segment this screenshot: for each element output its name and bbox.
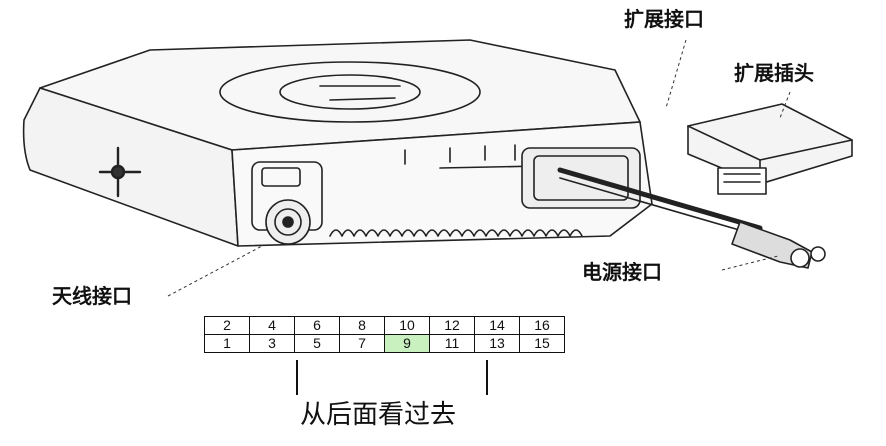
pin-cell: 1 (204, 334, 250, 353)
pin-cell: 8 (339, 316, 385, 335)
pin-cell: 15 (519, 334, 565, 353)
antenna-port-label: 天线接口 (52, 284, 132, 308)
top-emblem (219, 61, 481, 123)
leader-antenna (167, 245, 263, 297)
pin-cell: 7 (339, 334, 385, 353)
device-side-face (22, 87, 239, 247)
extension-plug-label: 扩展插头 (734, 61, 814, 85)
pin-cell: 4 (249, 316, 295, 335)
pin-cell: 11 (429, 334, 475, 353)
pin-cell: 6 (294, 316, 340, 335)
pin-cell-highlighted: 9 (384, 334, 430, 353)
power-port-label: 电源接口 (582, 260, 662, 284)
pin-cell: 10 (384, 316, 430, 335)
leader-power (721, 255, 779, 271)
rear-slots (404, 144, 541, 169)
pin-cell: 13 (474, 334, 520, 353)
power-cable (557, 167, 763, 231)
leader-ext-plug (779, 91, 791, 119)
pin-row-top: 2 4 6 8 10 12 14 16 (204, 316, 565, 335)
pin-cell: 16 (519, 316, 565, 335)
extension-port-label: 扩展接口 (624, 7, 704, 31)
view-from-rear-caption: 从后面看过去 (300, 400, 457, 430)
extension-plug (687, 103, 853, 195)
pin-cell: 12 (429, 316, 475, 335)
pin-cell: 5 (294, 334, 340, 353)
side-logo-icon (98, 146, 142, 198)
leader-ext-port (665, 39, 687, 109)
pin-table: 2 4 6 8 10 12 14 16 1 3 5 7 9 11 13 15 (204, 316, 565, 353)
heatsink-fins (329, 229, 583, 237)
pin-cell: 2 (204, 316, 250, 335)
pin-row-bottom: 1 3 5 7 9 11 13 15 (204, 334, 565, 353)
pin-cell: 3 (249, 334, 295, 353)
pin-cell: 14 (474, 316, 520, 335)
